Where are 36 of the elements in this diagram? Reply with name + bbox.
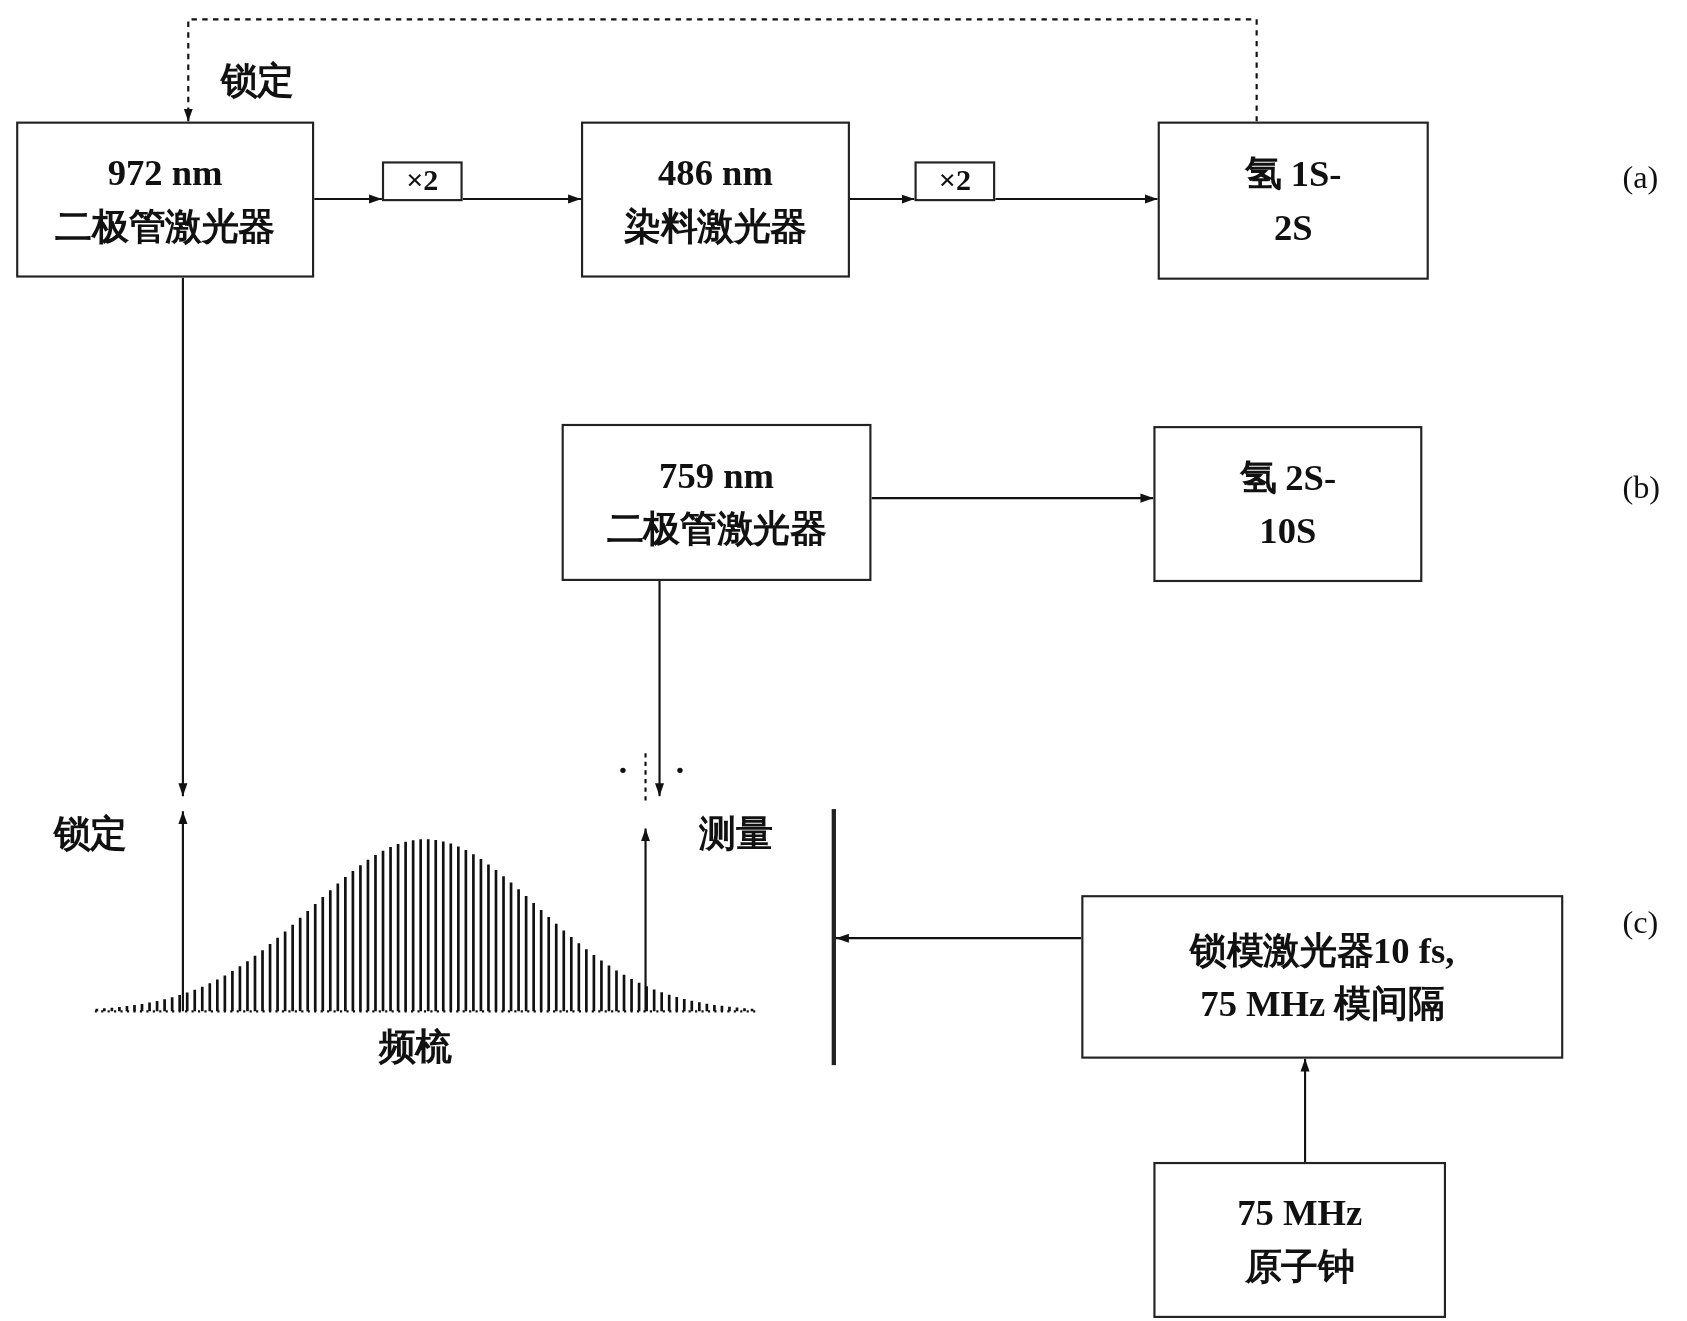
box-text: 氢 1S-2S: [1243, 153, 1343, 249]
laser-box: [16, 121, 315, 278]
arrow: [1300, 1058, 1310, 1162]
arrow: [655, 581, 665, 797]
panel-label: (c): [1622, 903, 1659, 941]
multiplier-box: [914, 161, 996, 202]
dashed-arrow: [183, 18, 1258, 122]
box-text: 锁模激光器10 fs, 75 MHz 模间隔: [1188, 929, 1456, 1026]
box-text: ×2: [937, 162, 972, 200]
mode-locked-laser-box: [1081, 895, 1564, 1059]
hydrogen-box: [1157, 121, 1429, 280]
annotation-text: 测量: [699, 812, 773, 856]
panel-label: (a): [1622, 159, 1659, 196]
box-text: 759 nm 二极管激光器: [605, 454, 828, 551]
box-text: ×2: [405, 162, 440, 200]
arrow: [462, 194, 581, 204]
box-text: 972 nm 二极管激光器: [54, 152, 276, 248]
edge-label: 锁定: [220, 59, 294, 103]
arrow: [995, 194, 1158, 204]
arrow: [178, 277, 188, 797]
screen-bar: [831, 809, 836, 1066]
box-text: 75 MHz 原子钟: [1236, 1192, 1364, 1289]
atomic-clock-box: [1153, 1161, 1446, 1318]
arrow: [314, 194, 382, 204]
multiplier-box: [381, 161, 463, 202]
annotation-text: 锁定: [53, 812, 127, 856]
hydrogen-box: [1153, 426, 1423, 583]
box-text: 486 nm 染料激光器: [623, 152, 808, 248]
arrow: [835, 933, 1082, 943]
arrow: [871, 493, 1154, 503]
arrow: [849, 194, 915, 204]
caption-text: 频梳: [378, 1025, 452, 1069]
box-text: 氢 2S-10S: [1238, 456, 1338, 553]
panel-label: (b): [1622, 469, 1661, 506]
laser-box: [581, 121, 850, 278]
laser-box: [561, 423, 872, 581]
